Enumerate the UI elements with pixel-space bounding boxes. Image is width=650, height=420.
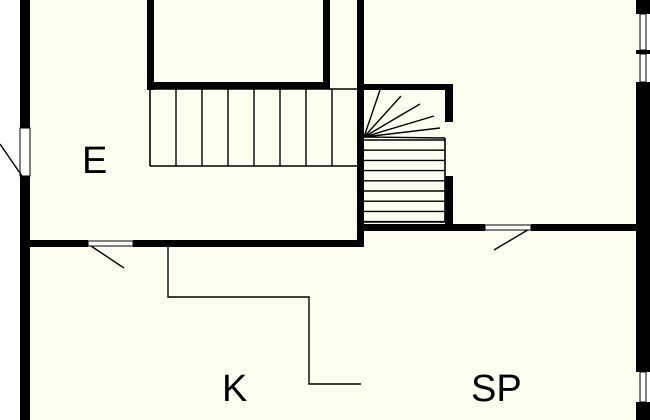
floor-left-lower: [24, 243, 361, 420]
bath-wall-bottom: [147, 82, 330, 89]
floor-right-lower: [361, 228, 640, 420]
room-label-dining: SP: [471, 368, 522, 410]
wall-kitchen-top-a: [30, 240, 88, 247]
stair-wall-right-top: [445, 84, 453, 122]
winder-2: [363, 95, 402, 138]
winder-3: [363, 103, 421, 138]
wall-kitchen-top-b: [133, 240, 364, 247]
floor-right-upper: [361, 0, 640, 228]
stair-winder: [363, 89, 446, 139]
outer-wall-right-bottom: [636, 402, 650, 420]
doors: [0, 143, 532, 269]
kitchen-counter: [167, 247, 361, 385]
shaft-wall: [357, 0, 364, 90]
stair-wall-top: [357, 84, 453, 90]
door-left-entrance: [0, 143, 23, 177]
floor-fill: [24, 0, 640, 420]
outer-wall-right-mid2: [636, 82, 650, 372]
wall-dining-top-a: [364, 224, 485, 231]
stair-wall-left: [357, 90, 364, 245]
bath-wall-right: [323, 0, 330, 86]
outer-wall-left-bottom: [20, 176, 30, 420]
door-dining: [493, 227, 532, 251]
stair-treads-horizontal: [175, 89, 359, 166]
winder-4: [363, 115, 435, 138]
window-left: [19, 127, 31, 177]
door-gap-dining: [484, 224, 532, 231]
windows: [19, 13, 647, 403]
window-right-top: [639, 13, 647, 51]
door-gaps: [87, 224, 532, 247]
window-right-mid: [639, 53, 647, 83]
stair-wall-right-bottom: [445, 176, 453, 228]
wall-dining-top-b: [531, 224, 640, 231]
door-kitchen: [87, 243, 125, 269]
winder-6: [363, 136, 446, 139]
walls: [20, 0, 650, 420]
stair-treads-vertical: [364, 139, 445, 223]
window-right-bottom: [639, 371, 647, 403]
room-label-hall: E: [82, 140, 107, 182]
outer-wall-right-mid: [636, 50, 650, 54]
floor-left-upper: [24, 0, 361, 243]
outer-wall-right-top: [636, 0, 650, 14]
outer-wall-left-top: [20, 0, 30, 128]
door-gap-kitchen: [87, 240, 134, 247]
bath-wall-left: [147, 0, 154, 90]
winder-1: [363, 89, 381, 138]
room-labels: E K SP: [82, 140, 522, 410]
winder-5: [363, 127, 441, 138]
room-label-kitchen: K: [222, 368, 247, 410]
